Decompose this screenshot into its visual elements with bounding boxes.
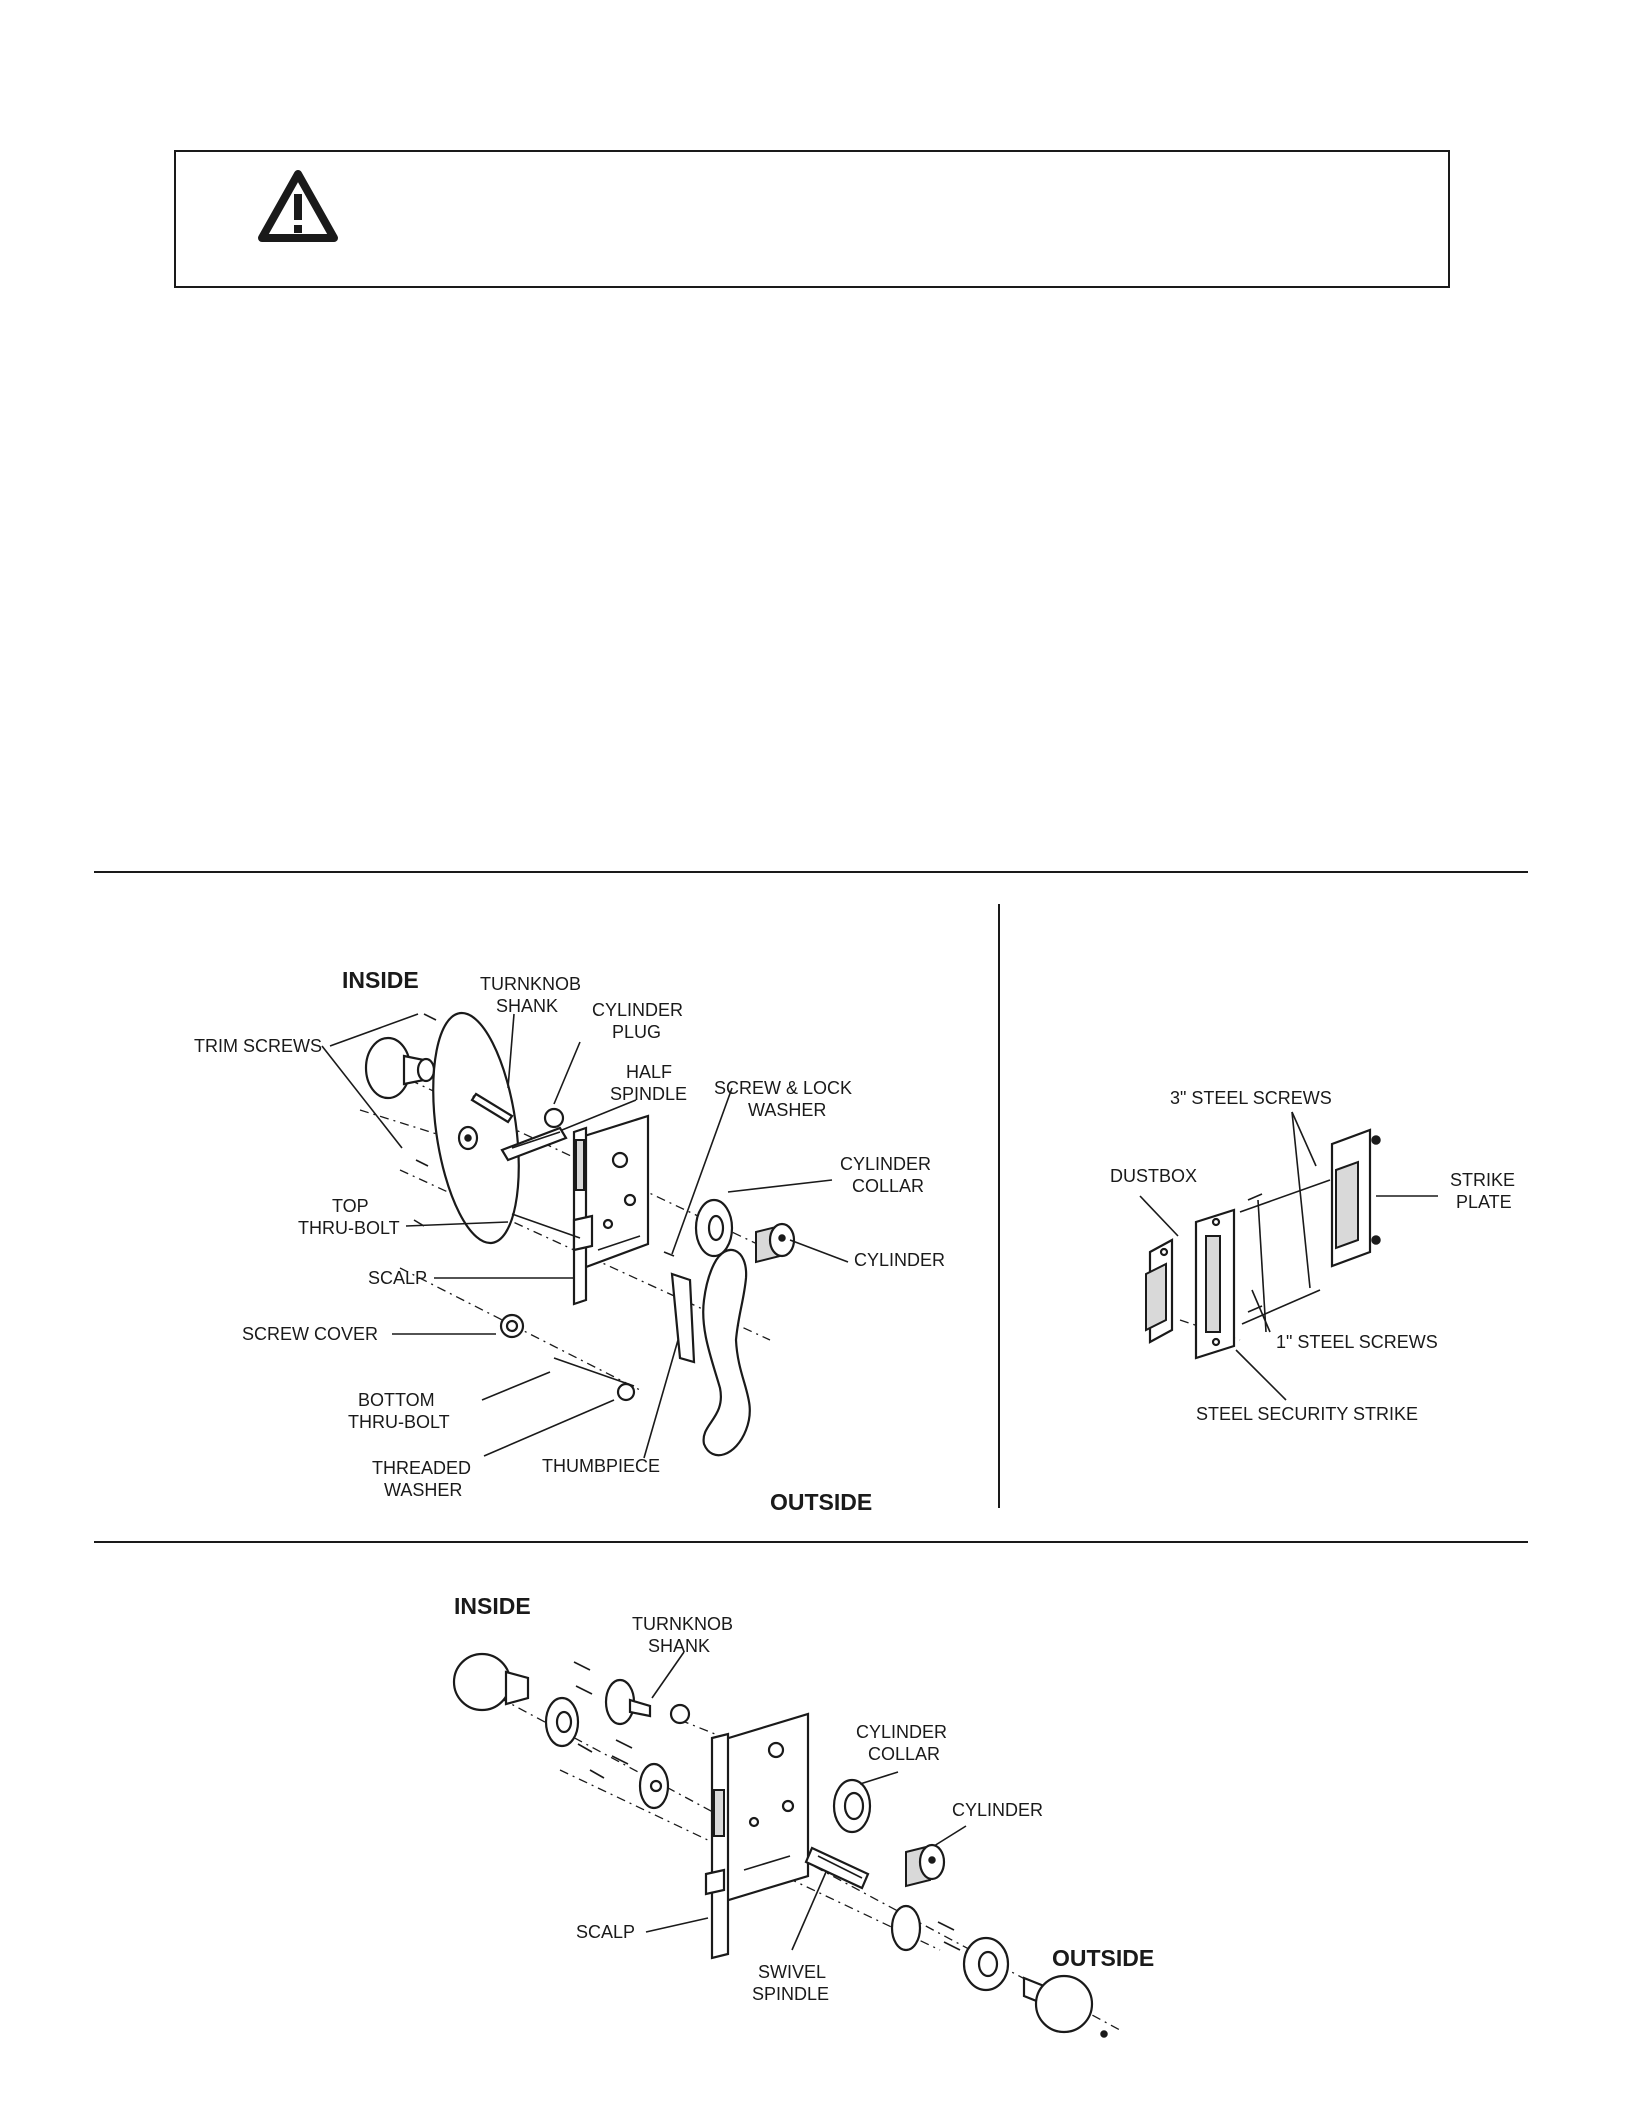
threaded-washer-part: [616, 1382, 636, 1402]
lower-rose-part: [638, 1762, 670, 1810]
top-thru-bolt-label-line2: THRU-BOLT: [298, 1218, 400, 1238]
strike-plate-part: [1330, 1128, 1381, 1268]
screw-cover-part: [499, 1313, 525, 1339]
dustbox-part: [1145, 1238, 1174, 1344]
cylinder-part: [905, 1843, 946, 1888]
inside-side-label: INSIDE: [454, 1593, 531, 1619]
warning-box: [174, 150, 1450, 288]
warning-triangle-icon: [258, 170, 338, 242]
half-spindle-label: HALF: [626, 1062, 672, 1082]
cylinder-collar-label-line2: COLLAR: [868, 1744, 940, 1764]
outside-side-label: OUTSIDE: [1052, 1945, 1154, 1971]
inside-rose-part: [544, 1696, 580, 1748]
figure-a-exploded-lock: INSIDE TRIM SCREWS TURNKNOB SHANK CYLIND…: [194, 967, 945, 1515]
figure-column-divider: [998, 904, 1000, 1508]
steel-screw-3in-part-top: [1239, 1179, 1331, 1213]
outside-side-label: OUTSIDE: [770, 1489, 872, 1515]
cylinder-collar-label: CYLINDER: [840, 1154, 931, 1174]
escutcheon-plate-part: [432, 1011, 520, 1245]
steel-screws-1in-label: 1" STEEL SCREWS: [1276, 1332, 1438, 1352]
inside-knob-part: [452, 1652, 530, 1712]
threaded-washer-label: THREADED: [372, 1458, 471, 1478]
turnknob-rose-part: [604, 1678, 652, 1726]
cylinder-label: CYLINDER: [854, 1250, 945, 1270]
swivel-spindle-part: [804, 1846, 870, 1890]
strike-plate-label-line2: PLATE: [1456, 1192, 1512, 1212]
cylinder-collar-label: CYLINDER: [856, 1722, 947, 1742]
section-divider-bottom: [94, 1541, 1528, 1543]
cylinder-part: [755, 1222, 796, 1264]
steel-screw-1in-part-top: [1247, 1193, 1263, 1201]
steel-screws-3in-label: 3" STEEL SCREWS: [1170, 1088, 1332, 1108]
inside-side-label: INSIDE: [342, 967, 419, 993]
outside-mounting-plate-part: [890, 1904, 961, 1952]
scalp-label: SCALP: [576, 1922, 635, 1942]
trim-screws-label: TRIM SCREWS: [194, 1036, 322, 1056]
dustbox-label: DUSTBOX: [1110, 1166, 1197, 1186]
cylinder-collar-part: [694, 1198, 734, 1258]
outside-knob-part: [1022, 1974, 1108, 2038]
half-spindle-part: [500, 1126, 568, 1162]
threaded-washer-label-line2: WASHER: [384, 1480, 462, 1500]
rose-screw-parts: [573, 1661, 633, 1779]
thumbpiece-handle-part: [670, 1248, 751, 1457]
cylinder-plug-part: [543, 1107, 565, 1129]
turnknob-shank-label-line2: SHANK: [496, 996, 558, 1016]
turnknob-shank-label: TURNKNOB: [632, 1614, 733, 1634]
steel-security-strike-label: STEEL SECURITY STRIKE: [1196, 1404, 1418, 1424]
top-thru-bolt-label: TOP: [332, 1196, 369, 1216]
turnknob-shank-label: TURNKNOB: [480, 974, 581, 994]
screw-lock-washer-part: [663, 1251, 675, 1257]
screw-cover-label: SCREW COVER: [242, 1324, 378, 1344]
steel-screw-3in-part-bottom: [1241, 1289, 1321, 1325]
inside-turnknob-part: [364, 1036, 436, 1100]
bottom-thru-bolt-label: BOTTOM: [358, 1390, 435, 1410]
screw-lock-washer-label-line2: WASHER: [748, 1100, 826, 1120]
screw-lock-washer-label: SCREW & LOCK: [714, 1078, 852, 1098]
turnknob-shank-label-line2: SHANK: [648, 1636, 710, 1656]
steel-security-strike-part: [1194, 1208, 1236, 1360]
cylinder-label: CYLINDER: [952, 1800, 1043, 1820]
bottom-thru-bolt-part: [553, 1357, 635, 1387]
swivel-spindle-label-line2: SPINDLE: [752, 1984, 829, 2004]
mortise-lock-body-part: [704, 1712, 810, 1960]
bottom-thru-bolt-label-line2: THRU-BOLT: [348, 1412, 450, 1432]
turnknob-shank-washer-part: [669, 1703, 691, 1725]
thumbpiece-label: THUMBPIECE: [542, 1456, 660, 1476]
cylinder-collar-label-line2: COLLAR: [852, 1176, 924, 1196]
turnknob-shank-part: [470, 1092, 514, 1124]
cylinder-collar-part: [832, 1778, 872, 1834]
mortise-lock-body-part: [572, 1114, 650, 1306]
scalp-label: SCALP: [368, 1268, 427, 1288]
outside-rose-part: [962, 1936, 1010, 1992]
section-divider-top: [94, 871, 1528, 873]
swivel-spindle-label: SWIVEL: [758, 1962, 826, 1982]
top-thru-bolt-part: [511, 1213, 581, 1239]
half-spindle-label-line2: SPINDLE: [610, 1084, 687, 1104]
figure-b-strike-assembly: 3" STEEL SCREWS DUSTBOX STRIKE PLATE 1" …: [1110, 1088, 1515, 1424]
cylinder-plug-label: CYLINDER: [592, 1000, 683, 1020]
cylinder-plug-label-line2: PLUG: [612, 1022, 661, 1042]
strike-plate-label: STRIKE: [1450, 1170, 1515, 1190]
